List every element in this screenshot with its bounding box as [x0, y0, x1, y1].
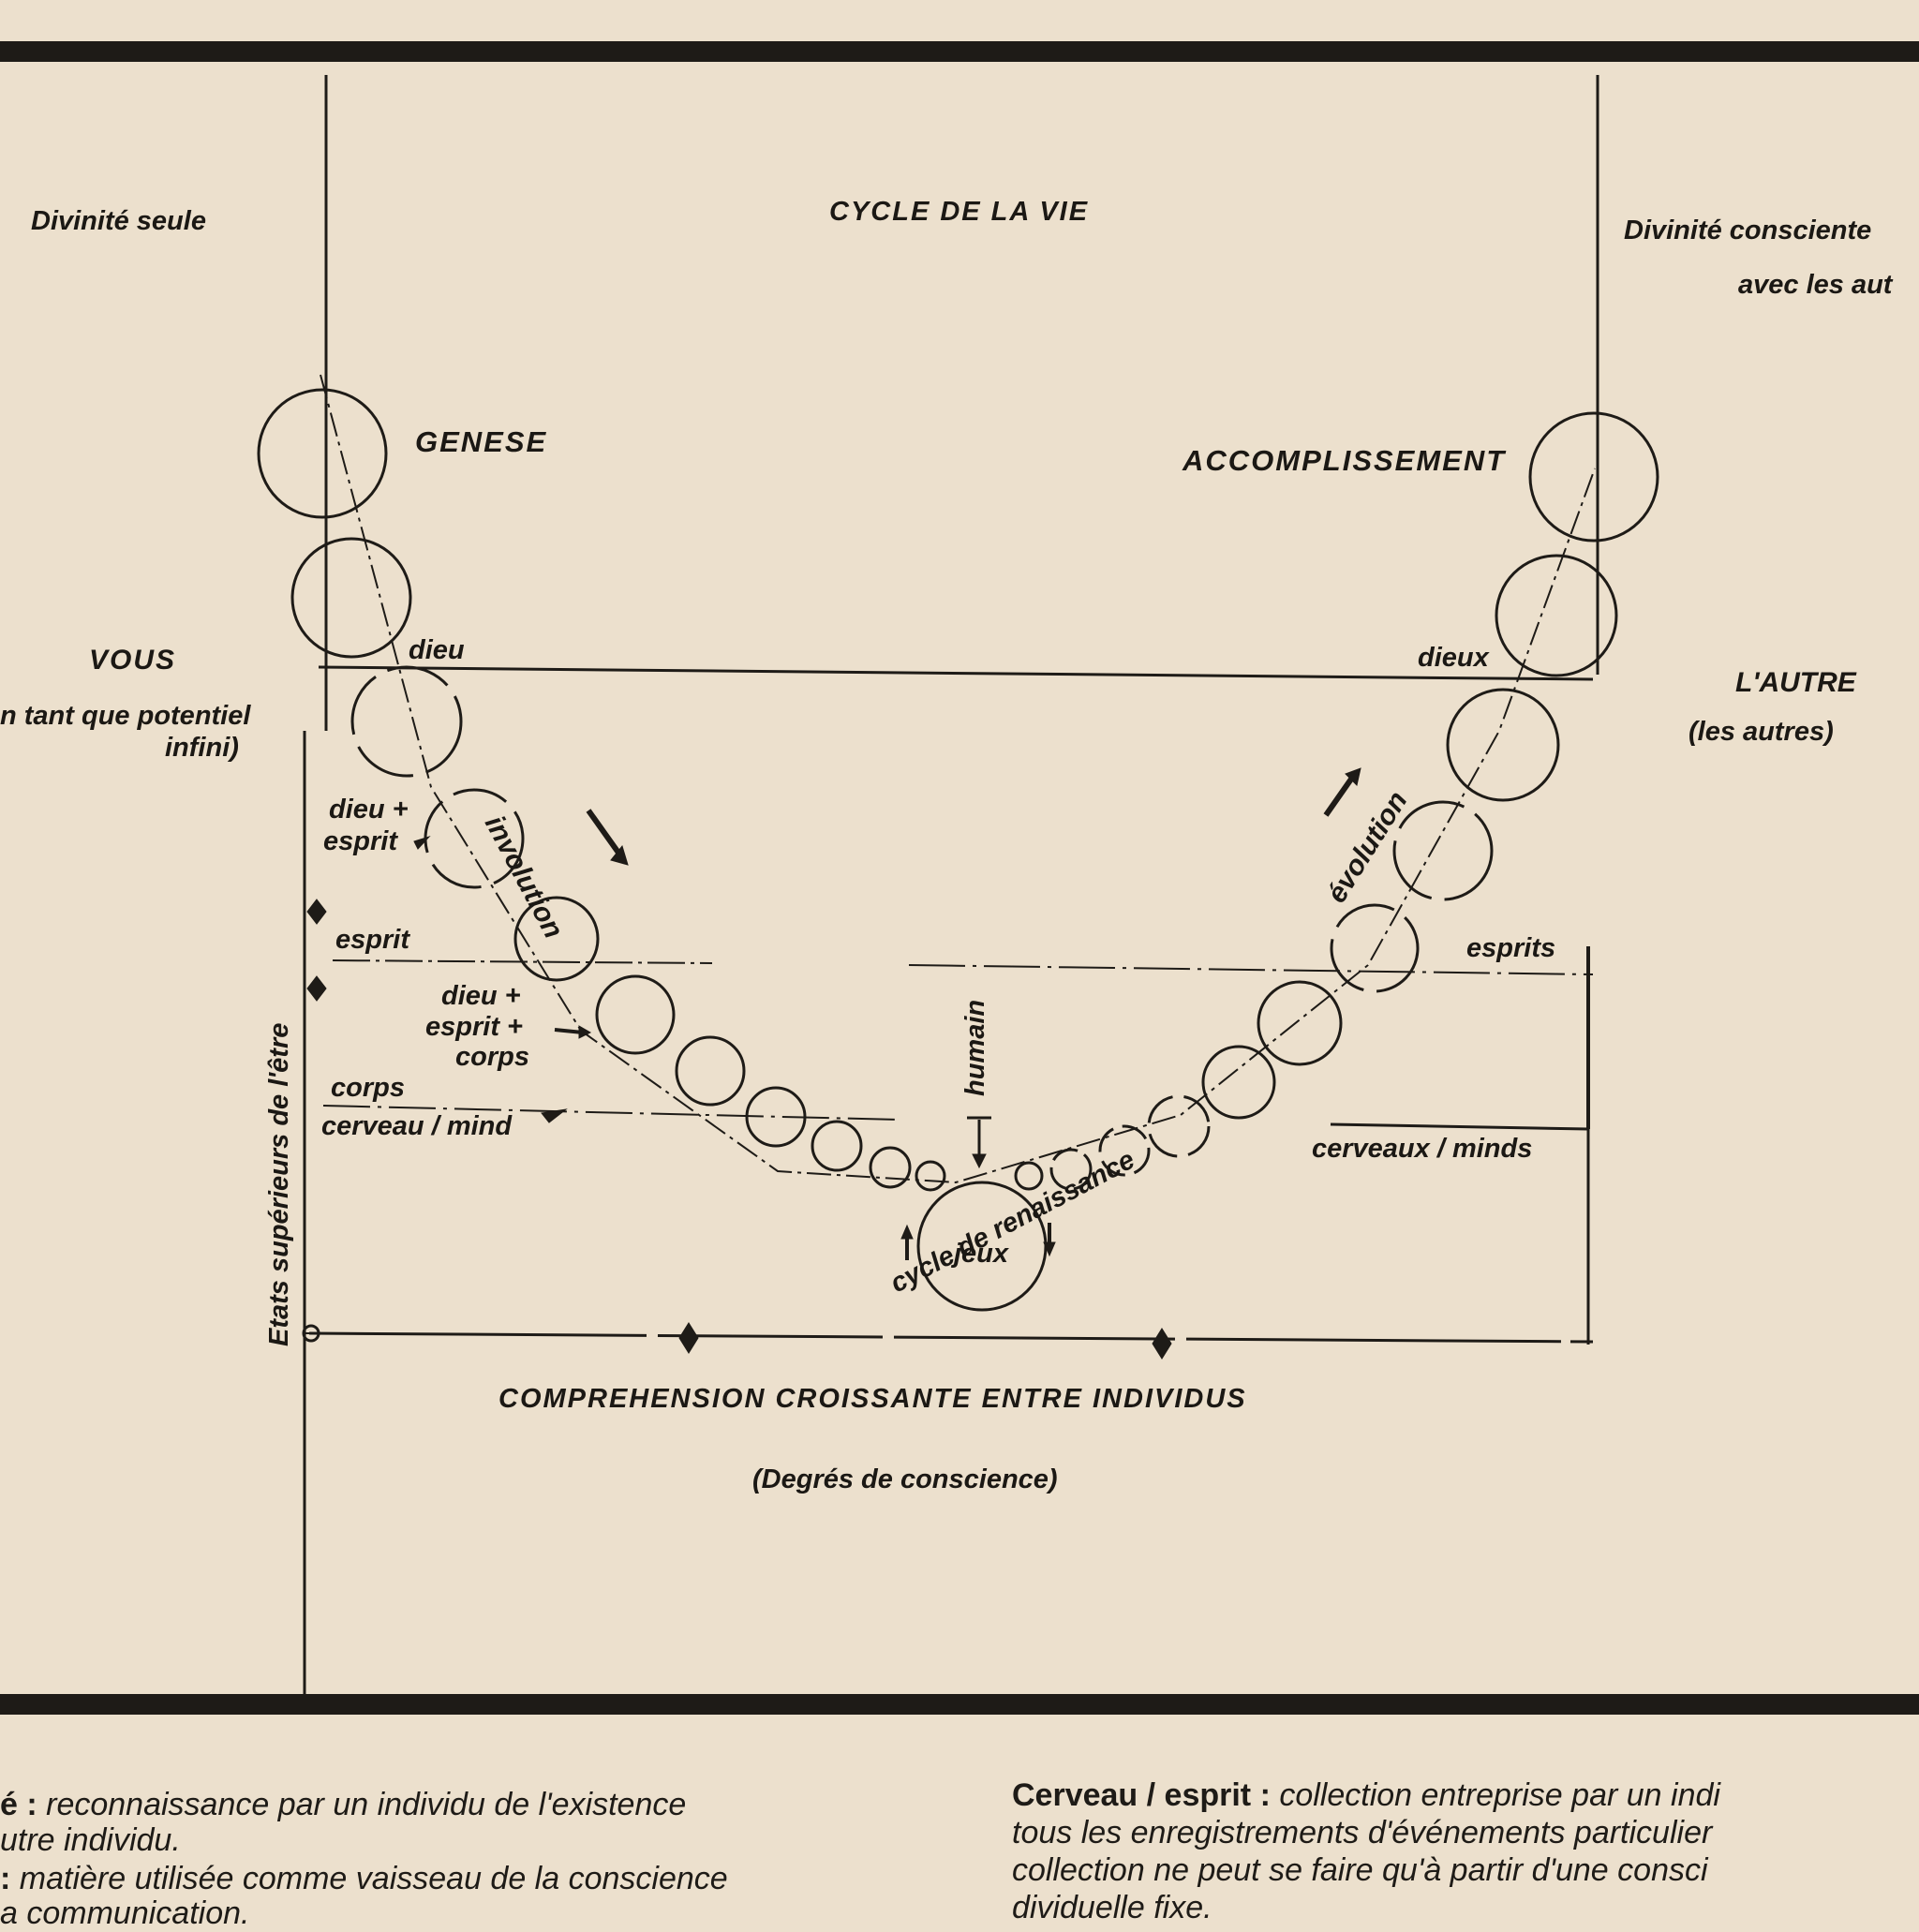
circle-left-8	[745, 1086, 807, 1148]
circle-left-3	[350, 665, 463, 778]
vous-label: VOUS	[89, 645, 177, 676]
dieux-label: dieux	[1418, 643, 1489, 673]
circle-right-7	[1330, 903, 1420, 993]
axis-diamond-2	[306, 975, 327, 1002]
bottom-border-bar	[0, 1694, 1919, 1715]
circle-right-8	[1392, 800, 1494, 901]
circle-left-2	[290, 537, 412, 659]
circle-right-10	[1495, 554, 1618, 677]
corps-label: corps	[331, 1073, 405, 1103]
autre-label: L'AUTRE	[1735, 667, 1856, 698]
circle-left-7	[675, 1035, 746, 1107]
circle-right-5	[1201, 1045, 1276, 1120]
circle-left-11	[915, 1160, 946, 1192]
x-axis-label: COMPREHENSION CROISSANTE ENTRE INDIVIDUS	[498, 1384, 1247, 1414]
footnote-left-3: : matière utilisée comme vaisseau de la …	[0, 1860, 728, 1897]
footnote-right-4: dividuelle fixe.	[1012, 1890, 1212, 1925]
dieu-esprit-label-2: esprit	[323, 826, 397, 856]
footnote-left-3-term: :	[0, 1861, 11, 1896]
circle-right-9	[1446, 688, 1560, 802]
dieu-esprit-corps-label-2: esprit +	[425, 1012, 523, 1042]
esprit-pointer-arrow	[413, 835, 431, 850]
renaissance-arrow-left-head	[900, 1224, 914, 1240]
circle-genese	[257, 388, 388, 519]
x-axis-sub-label: (Degrés de conscience)	[752, 1464, 1058, 1494]
top-border-bar	[0, 41, 1919, 62]
right-top-label-2: avec les aut	[1738, 270, 1893, 300]
dieu-esprit-corps-label-1: dieu +	[441, 981, 521, 1011]
left-top-label: Divinité seule	[31, 206, 206, 236]
circle-left-9	[811, 1120, 863, 1172]
dieu-esprit-corps-label-3: corps	[455, 1042, 529, 1072]
renaissance-arrow-right-head	[1043, 1241, 1056, 1257]
esprit-label: esprit	[335, 925, 409, 955]
footnote-left-1: é : reconnaissance par un individu de l'…	[0, 1786, 686, 1823]
diagram-title: CYCLE DE LA VIE	[829, 197, 1090, 227]
autre-sub-label: (les autres)	[1688, 717, 1834, 747]
cerveaux-level-line-right	[1330, 1122, 1589, 1131]
corps-pointer-shaft	[554, 1028, 584, 1034]
jeux-label: jeux	[954, 1239, 1009, 1269]
circle-left-5	[513, 896, 600, 982]
circle-left-6	[595, 974, 676, 1055]
footnote-left-2: utre individu.	[0, 1822, 181, 1858]
circle-left-10	[869, 1146, 912, 1189]
accomplissement-label: ACCOMPLISSEMENT	[1183, 444, 1507, 477]
right-top-label-1: Divinité consciente	[1624, 215, 1872, 245]
circle-right-6	[1257, 980, 1343, 1066]
footnote-right-1-text: collection entreprise par un indi	[1270, 1777, 1720, 1813]
footnote-left-1-term: é :	[0, 1787, 37, 1822]
cycle-curve-path	[320, 374, 1596, 1184]
y-axis-label: Etats supérieurs de l'être	[264, 1022, 294, 1346]
axis-diamond-3	[678, 1322, 699, 1354]
circle-right-3	[1098, 1124, 1151, 1177]
footnote-left-1-text: reconnaissance par un individu de l'exis…	[37, 1787, 687, 1822]
esprits-label: esprits	[1466, 933, 1556, 963]
dieu-level-line	[318, 665, 1594, 681]
vous-sub-label-2: infini)	[165, 733, 239, 763]
footnote-right-2: tous les enregistrements d'événements pa…	[1012, 1815, 1713, 1850]
humain-label: humain	[960, 999, 990, 1096]
esprit-level-line-right	[908, 964, 1594, 975]
circle-accomplissement	[1528, 411, 1659, 542]
involution-arrow-head	[610, 844, 629, 866]
cerveaux-minds-label: cerveaux / minds	[1312, 1134, 1533, 1164]
axis-diamond-1	[306, 899, 327, 925]
evolution-arrow-head	[1345, 767, 1361, 786]
cerveau-pointer-arrow	[541, 1108, 568, 1123]
footnote-right-1-term: Cerveau / esprit :	[1012, 1777, 1271, 1813]
bottom-axis-line	[308, 1331, 1594, 1344]
circle-right-4	[1147, 1094, 1211, 1158]
dieu-esprit-label-1: dieu +	[329, 795, 409, 825]
circle-right-1	[1014, 1161, 1044, 1191]
footnote-left-3-text: matière utilisée comme vaisseau de la co…	[10, 1861, 728, 1896]
cerveau-mind-label: cerveau / mind	[321, 1111, 513, 1141]
involution-arrow-shaft	[586, 809, 621, 855]
corps-pointer-head	[578, 1025, 592, 1039]
evolution-arrow-shaft	[1323, 776, 1355, 817]
humain-arrow-head	[972, 1153, 987, 1169]
dieu-label: dieu	[409, 635, 465, 665]
axis-diamond-4	[1152, 1328, 1172, 1360]
genese-label: GENESE	[415, 425, 548, 458]
footnote-left-4: a communication.	[0, 1895, 250, 1931]
vous-sub-label-1: n tant que potentiel	[0, 701, 251, 731]
footnote-right-3: collection ne peut se faire qu'à partir …	[1012, 1852, 1708, 1888]
circle-right-2	[1049, 1148, 1093, 1191]
footnote-right-1: Cerveau / esprit : collection entreprise…	[1012, 1776, 1720, 1814]
